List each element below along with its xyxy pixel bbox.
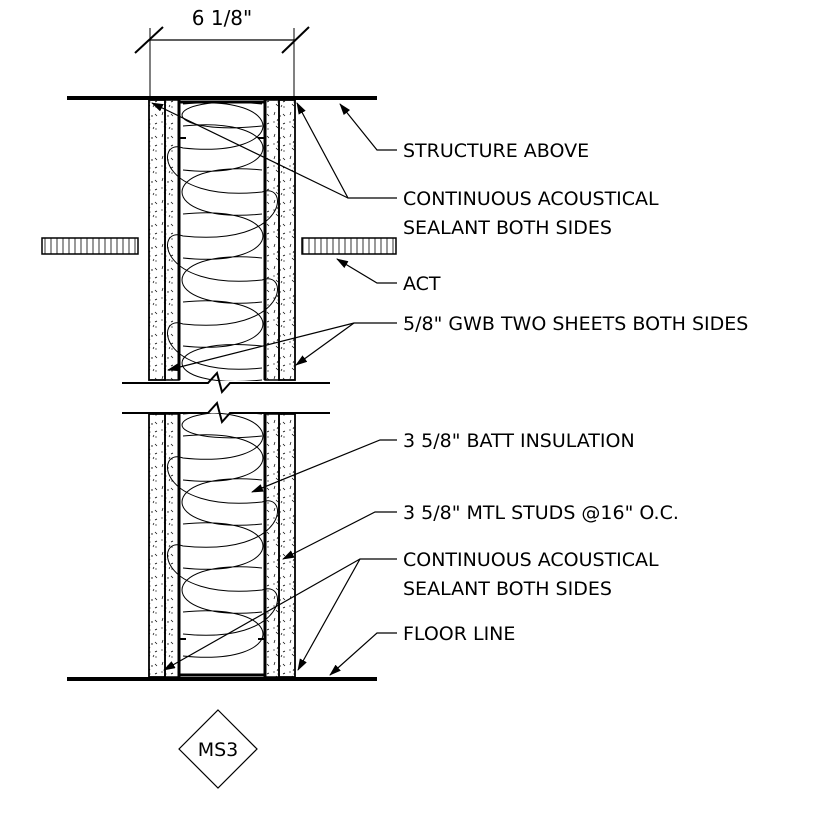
- leader-floor-line: [329, 632, 397, 676]
- leaders: [151, 102, 397, 676]
- act-ceiling-right: [301, 237, 397, 255]
- callout-gwb: 5/8" GWB TWO SHEETS BOTH SIDES: [403, 313, 748, 335]
- leader-sealant-top-b: [151, 102, 349, 199]
- callout-floor-line: FLOOR LINE: [403, 623, 515, 645]
- batt-insulation-upper: [166, 101, 279, 382]
- callout-act: ACT: [403, 273, 441, 295]
- callout-sealant-bottom: CONTINUOUS ACOUSTICAL SEALANT BOTH SIDES: [403, 549, 665, 600]
- wall-upper-segment: [148, 99, 296, 381]
- detail-tag-label: MS3: [198, 739, 239, 761]
- leader-act: [336, 258, 397, 284]
- act-ceiling-left: [41, 237, 139, 255]
- leader-gwb-b: [295, 322, 355, 366]
- callout-structure-above: STRUCTURE ABOVE: [403, 140, 589, 162]
- leader-batt: [251, 439, 397, 493]
- callout-labels: STRUCTURE ABOVE CONTINUOUS ACOUSTICAL SE…: [403, 140, 748, 645]
- leader-studs: [282, 511, 397, 560]
- leader-sealant-bottom-a: [297, 558, 397, 671]
- dimension-line: 6 1/8": [134, 6, 310, 96]
- leader-sealant-bottom-b: [163, 558, 361, 671]
- leader-structure-above: [339, 103, 397, 151]
- callout-sealant-top: CONTINUOUS ACOUSTICAL SEALANT BOTH SIDES: [403, 188, 665, 239]
- break-line: [120, 370, 330, 425]
- detail-tag: MS3: [178, 709, 258, 789]
- dimension-label: 6 1/8": [192, 6, 252, 30]
- batt-insulation-lower: [166, 411, 279, 658]
- callout-mtl-studs: 3 5/8" MTL STUDS @16" O.C.: [403, 502, 679, 524]
- callout-batt-insulation: 3 5/8" BATT INSULATION: [403, 430, 635, 452]
